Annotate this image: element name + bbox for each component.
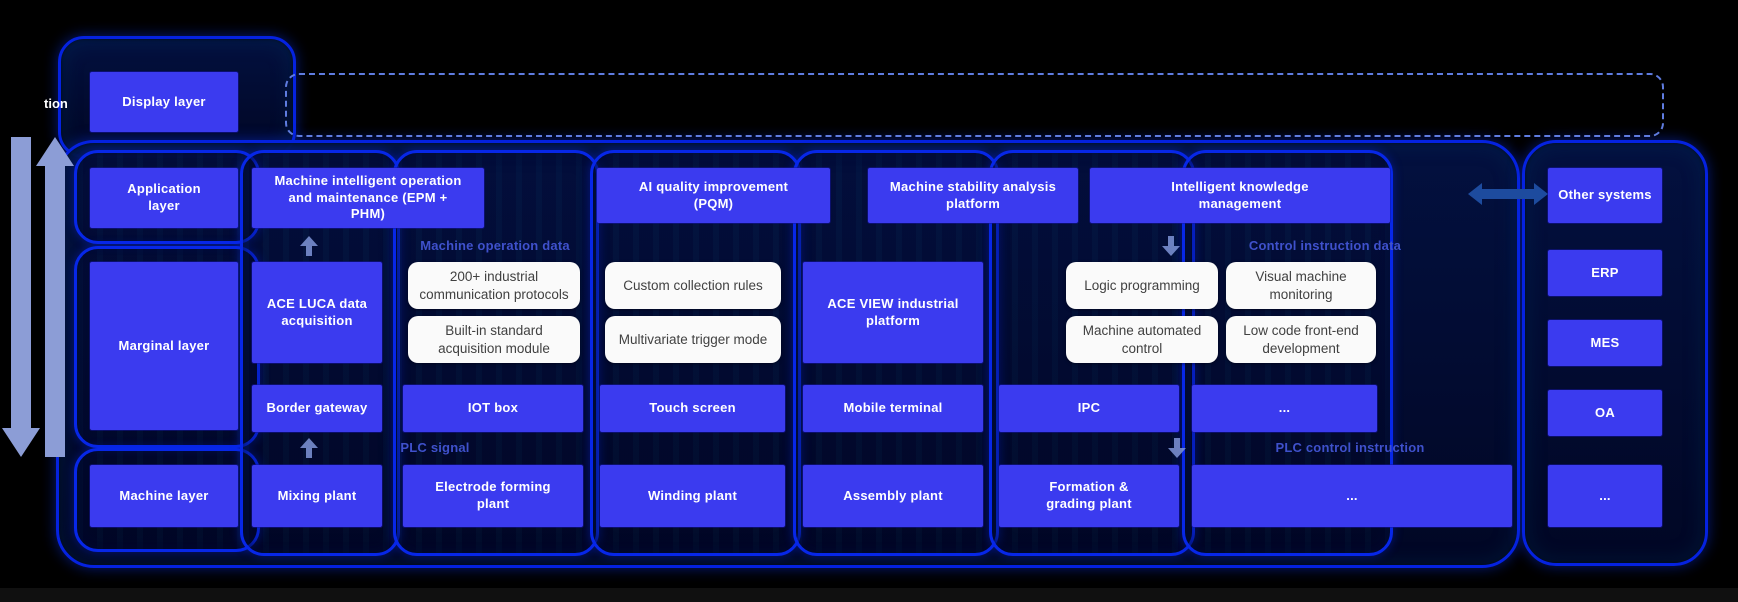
winding-plant-box: Winding plant: [600, 465, 785, 527]
application-layer-box: Application layer: [90, 168, 238, 228]
epm-phm-box: Machine intelligent operation and mainte…: [252, 168, 484, 228]
custom-rules-card: Custom collection rules: [605, 262, 781, 309]
display-layer-box: Display layer: [90, 72, 238, 132]
mixing-plant-box: Mixing plant: [252, 465, 382, 527]
display-layer-dashed-frame: [285, 73, 1664, 137]
pqm-box: AI quality improvement (PQM): [597, 168, 830, 223]
ace-luca-box: ACE LUCA data acquisition: [252, 262, 382, 363]
up-arrow-icon: [300, 438, 318, 458]
visual-monitoring-card: Visual machine monitoring: [1226, 262, 1376, 309]
cropped-corner-text: tion: [44, 96, 68, 111]
knowledge-management-box: Intelligent knowledge management: [1090, 168, 1390, 223]
ipc-box: IPC: [999, 385, 1179, 432]
builtin-module-card: Built-in standard acquisition module: [408, 316, 580, 363]
bidirectional-arrow-icon: [1468, 183, 1548, 205]
downward-flow-arrow-icon: [2, 137, 40, 457]
logic-programming-card: Logic programming: [1066, 262, 1218, 309]
low-code-card: Low code front-end development: [1226, 316, 1376, 363]
machine-layer-box: Machine layer: [90, 465, 238, 527]
external-ellipsis-box: ...: [1548, 465, 1662, 527]
down-arrow-icon: [1168, 438, 1186, 458]
oa-box: OA: [1548, 390, 1662, 436]
marginal-layer-box: Marginal layer: [90, 262, 238, 430]
other-systems-box: Other systems: [1548, 168, 1662, 223]
plc-control-instruction-label: PLC control instruction: [1275, 440, 1425, 455]
device-ellipsis-box: ...: [1192, 385, 1377, 432]
machine-ellipsis-wide-box: ...: [1192, 465, 1512, 527]
mes-box: MES: [1548, 320, 1662, 366]
control-instruction-data-label: Control instruction data: [1248, 238, 1402, 253]
bottom-bar: [0, 588, 1738, 602]
up-arrow-icon: [300, 236, 318, 256]
protocols-card: 200+ industrial communication protocols: [408, 262, 580, 309]
border-gateway-box: Border gateway: [252, 385, 382, 432]
trigger-mode-card: Multivariate trigger mode: [605, 316, 781, 363]
upward-flow-arrow-icon: [36, 137, 74, 457]
plc-signal-label: PLC signal: [400, 440, 470, 455]
ace-view-box: ACE VIEW industrial platform: [803, 262, 983, 363]
formation-plant-box: Formation & grading plant: [999, 465, 1179, 527]
touch-screen-box: Touch screen: [600, 385, 785, 432]
erp-box: ERP: [1548, 250, 1662, 296]
auto-control-card: Machine automated control: [1066, 316, 1218, 363]
assembly-plant-box: Assembly plant: [803, 465, 983, 527]
mobile-terminal-box: Mobile terminal: [803, 385, 983, 432]
stability-platform-box: Machine stability analysis platform: [868, 168, 1078, 223]
iot-box: IOT box: [403, 385, 583, 432]
electrode-plant-box: Electrode forming plant: [403, 465, 583, 527]
down-arrow-icon: [1162, 236, 1180, 256]
machine-operation-data-label: Machine operation data: [420, 238, 570, 253]
